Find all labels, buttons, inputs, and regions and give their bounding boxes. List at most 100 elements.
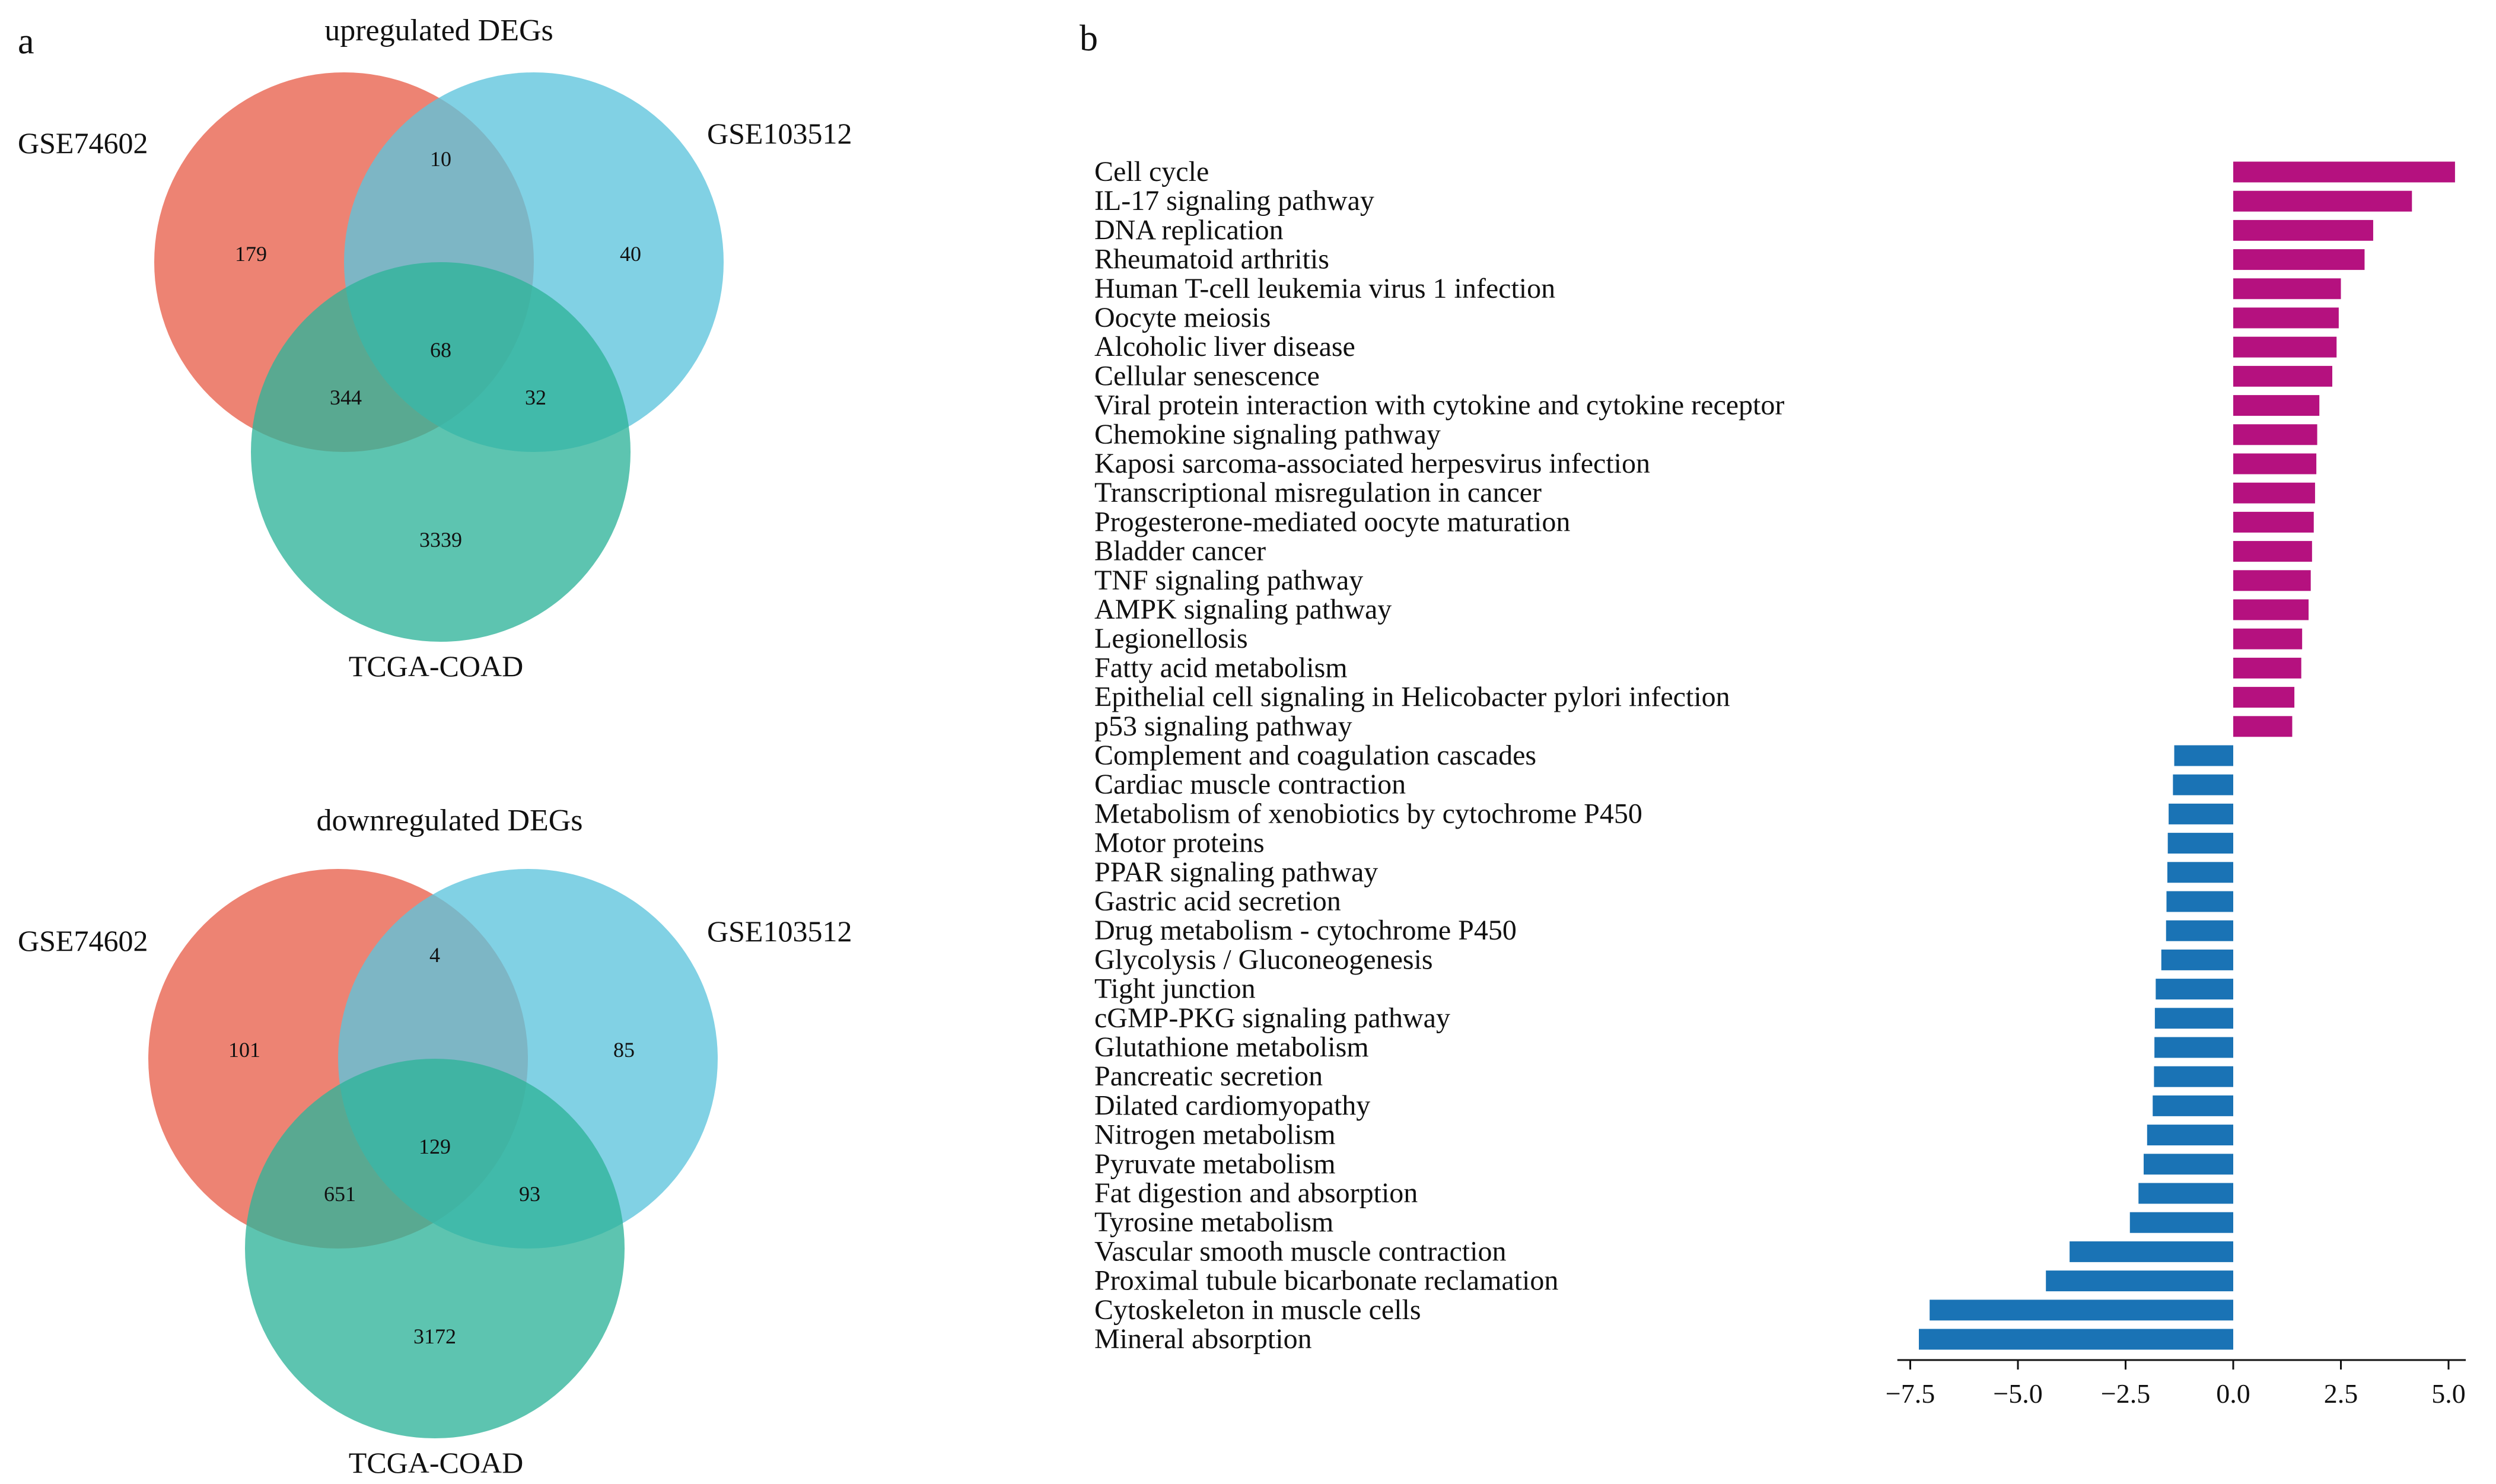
pathway-label: Glutathione metabolism	[1094, 1031, 1369, 1063]
pathway-label: Viral protein interaction with cytokine …	[1094, 390, 1784, 421]
venn-up-count-tcga-only: 3339	[419, 528, 462, 552]
bar	[2233, 657, 2301, 679]
pathway-label: Bladder cancer	[1094, 536, 1266, 567]
pathway-label: Cytoskeleton in muscle cells	[1094, 1294, 1421, 1326]
bar	[2233, 599, 2309, 620]
bar	[2233, 161, 2455, 183]
bar	[2138, 1183, 2233, 1204]
bar	[2233, 424, 2317, 445]
bar	[2173, 774, 2233, 795]
pathway-label: Nitrogen metabolism	[1094, 1119, 1336, 1151]
venn-down-count-gse74602-tcga: 651	[324, 1182, 356, 1206]
bar	[2167, 833, 2233, 854]
x-axis: −7.5 −5.0 −2.5 0.0 2.5 5.0	[1886, 1359, 2466, 1409]
bar	[2233, 541, 2312, 562]
bar	[2233, 687, 2295, 708]
x-tick-label: −7.5	[1886, 1378, 1935, 1409]
panel-letter-b: b	[1080, 18, 1098, 59]
venn-down-label-gse74602: GSE74602	[18, 924, 148, 957]
pathway-label: Vascular smooth muscle contraction	[1094, 1235, 1506, 1267]
pathway-label: Alcoholic liver disease	[1094, 331, 1355, 362]
bar	[2154, 1037, 2233, 1058]
bar	[2233, 716, 2293, 737]
bar	[2233, 219, 2373, 241]
venn-up-count-all-three: 68	[430, 338, 451, 362]
bar	[2154, 1008, 2233, 1029]
venn-up-circle-tcga	[251, 262, 631, 642]
pathway-label: TNF signaling pathway	[1094, 565, 1363, 596]
pathway-label: Legionellosis	[1094, 623, 1248, 654]
pathway-label: PPAR signaling pathway	[1094, 856, 1378, 888]
pathway-label: Motor proteins	[1094, 827, 1265, 859]
x-tick-label: 0.0	[2216, 1378, 2250, 1409]
bar	[2147, 1125, 2233, 1146]
pathway-label: DNA replication	[1094, 214, 1284, 246]
x-tick-label: 5.0	[2431, 1378, 2466, 1409]
venn-up-count-gse74602-tcga: 344	[330, 386, 362, 409]
venn-up-title: upregulated DEGs	[324, 14, 553, 47]
pathway-label: Human T-cell leukemia virus 1 infection	[1094, 273, 1555, 304]
pathway-label: Epithelial cell signaling in Helicobacte…	[1094, 682, 1730, 713]
bar	[2046, 1270, 2233, 1292]
bar	[2233, 365, 2332, 387]
bar	[2233, 395, 2320, 416]
pathway-label: Kaposi sarcoma-associated herpesvirus in…	[1094, 448, 1650, 479]
pathway-label: p53 signaling pathway	[1094, 711, 1352, 742]
venn-down-circle-tcga	[245, 1059, 625, 1438]
bar	[2161, 949, 2233, 970]
bar	[1930, 1300, 2233, 1321]
bar	[2233, 249, 2365, 270]
x-tick-label: −5.0	[1993, 1378, 2042, 1409]
pathway-label: Proximal tubule bicarbonate reclamation	[1094, 1265, 1558, 1297]
venn-down-count-gse74602-gse103512: 4	[429, 943, 440, 967]
bar	[2233, 307, 2339, 329]
pathway-label: Cell cycle	[1094, 156, 1209, 187]
bar	[2233, 628, 2303, 649]
venn-down-count-tcga-only: 3172	[413, 1324, 456, 1348]
pathway-label: Complement and coagulation cascades	[1094, 740, 1536, 771]
venn-down-title: downregulated DEGs	[316, 804, 582, 837]
pathway-label: Gastric acid secretion	[1094, 886, 1341, 917]
venn-up-count-gse74602-only: 179	[235, 242, 267, 266]
venn-down-label-gse103512: GSE103512	[707, 915, 852, 948]
bar	[2233, 453, 2317, 475]
venn-down-count-gse74602-only: 101	[228, 1038, 260, 1062]
pathway-label: Chemokine signaling pathway	[1094, 419, 1441, 450]
pathway-label: Fatty acid metabolism	[1094, 652, 1348, 683]
bar	[2169, 803, 2233, 824]
panel-letter-a: a	[18, 21, 34, 62]
pathway-label: Progesterone-mediated oocyte maturation	[1094, 506, 1570, 537]
pathway-label: Drug metabolism - cytochrome P450	[1094, 915, 1517, 946]
x-tick-label: 2.5	[2324, 1378, 2358, 1409]
pathway-label: Cellular senescence	[1094, 360, 1320, 391]
bar	[1919, 1329, 2233, 1350]
venn-up-count-gse103512-only: 40	[620, 242, 641, 266]
x-tick-label: −2.5	[2101, 1378, 2150, 1409]
venn-down-label-tcga: TCGA-COAD	[349, 1446, 523, 1479]
venn-down-count-all-three: 129	[419, 1135, 451, 1158]
bar	[2154, 1066, 2233, 1087]
pathway-label: Mineral absorption	[1094, 1323, 1312, 1355]
venn-down-count-gse103512-only: 85	[613, 1038, 635, 1062]
bar	[2156, 979, 2233, 1000]
pathway-label: IL-17 signaling pathway	[1094, 185, 1374, 216]
bar	[2167, 862, 2233, 883]
bar	[2233, 482, 2315, 504]
bar	[2233, 570, 2311, 591]
pathway-label: cGMP-PKG signaling pathway	[1094, 1002, 1450, 1034]
pathway-label: Fat digestion and absorption	[1094, 1177, 1418, 1209]
bar	[2143, 1154, 2233, 1175]
bar	[2233, 278, 2341, 300]
pathway-label: Oocyte meiosis	[1094, 302, 1271, 333]
pathway-label: Transcriptional misregulation in cancer	[1094, 477, 1542, 508]
bar	[2129, 1212, 2233, 1233]
venn-up-count-gse74602-gse103512: 10	[430, 147, 451, 171]
venn-up-label-tcga: TCGA-COAD	[349, 649, 523, 683]
pathway-label: Glycolysis / Gluconeogenesis	[1094, 944, 1433, 975]
bar	[2166, 891, 2233, 912]
venn-upregulated: upregulated DEGs GSE74602 GSE103512 TCGA…	[18, 14, 852, 683]
pathway-label: AMPK signaling pathway	[1094, 594, 1392, 625]
